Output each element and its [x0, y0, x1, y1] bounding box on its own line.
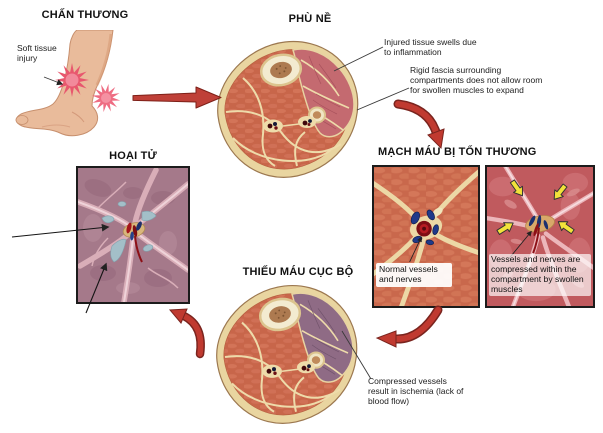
foot-arch-line — [41, 124, 71, 128]
label-normal-vessels: Normal vessels and nerves — [376, 263, 452, 287]
compressed-artery — [533, 223, 539, 237]
edema-fluid-patches — [101, 201, 157, 263]
stage-title-ischemia: THIẾU MÁU CỤC BỘ — [242, 266, 354, 278]
vessel-branches — [91, 181, 179, 289]
stage-title-trauma: CHẤN THƯƠNG — [41, 9, 129, 21]
leg-cross-section-edema — [217, 40, 359, 178]
fascia-lines — [225, 77, 342, 167]
pointer-rigid-fascia — [356, 87, 410, 111]
artery-branch — [532, 227, 540, 254]
ankle-line — [71, 111, 85, 123]
necrosis-illustration — [78, 168, 188, 302]
fat-lobule — [432, 207, 443, 217]
label-pointer-line — [409, 236, 422, 263]
artery-red — [416, 220, 432, 237]
callout-compressed-vessels-ischemia: Compressed vessels result in ischemia (l… — [368, 376, 464, 407]
arrow-ischemia-to-necrosis — [168, 308, 205, 359]
damaged-neurovascular-bundle — [122, 221, 146, 263]
arrow-vessels-to-ischemia — [375, 305, 443, 348]
injured-leg-illustration — [15, 30, 123, 137]
leg-shading — [95, 33, 113, 86]
fascia-bridge — [281, 368, 299, 372]
vessel-nerve-bundle — [298, 116, 316, 128]
vessel-nerve-bundle — [263, 119, 283, 133]
callout-rigid-fascia: Rigid fascia surrounding compartments do… — [410, 65, 543, 96]
injury-starburst-icon — [55, 63, 89, 97]
arrow-edema-to-vessels — [393, 99, 445, 150]
tibia-bone — [259, 53, 303, 87]
nerves-blue — [410, 209, 439, 246]
label-compressed-vessels: Vessels and nerves are compressed within… — [489, 254, 591, 296]
necrosis-tissue-image — [76, 166, 190, 304]
fascia-bridge — [282, 123, 300, 127]
injury-starburst-icon — [89, 81, 123, 115]
leg-cross-section-ischemia — [216, 284, 358, 424]
vessel-nerve-bundle — [262, 364, 282, 378]
tibia-bone — [258, 297, 302, 332]
arrow-trauma-to-edema — [132, 86, 222, 109]
callout-soft-tissue-injury: Soft tissue injury — [17, 43, 57, 64]
vessel-nerve-bundle — [297, 361, 315, 374]
stage-title-necrosis: HOẠI TỬ — [109, 150, 157, 162]
muscle-striations — [308, 55, 341, 130]
dark-mottling — [84, 179, 175, 287]
big-toe — [15, 115, 29, 125]
stage-title-vessel-damage: MẠCH MÁU BỊ TỔN THƯƠNG — [378, 146, 537, 158]
callout-injured-tissue-swells: Injured tissue swells due to inflammatio… — [384, 37, 477, 58]
stage-title-edema: PHÙ NỀ — [288, 13, 332, 25]
